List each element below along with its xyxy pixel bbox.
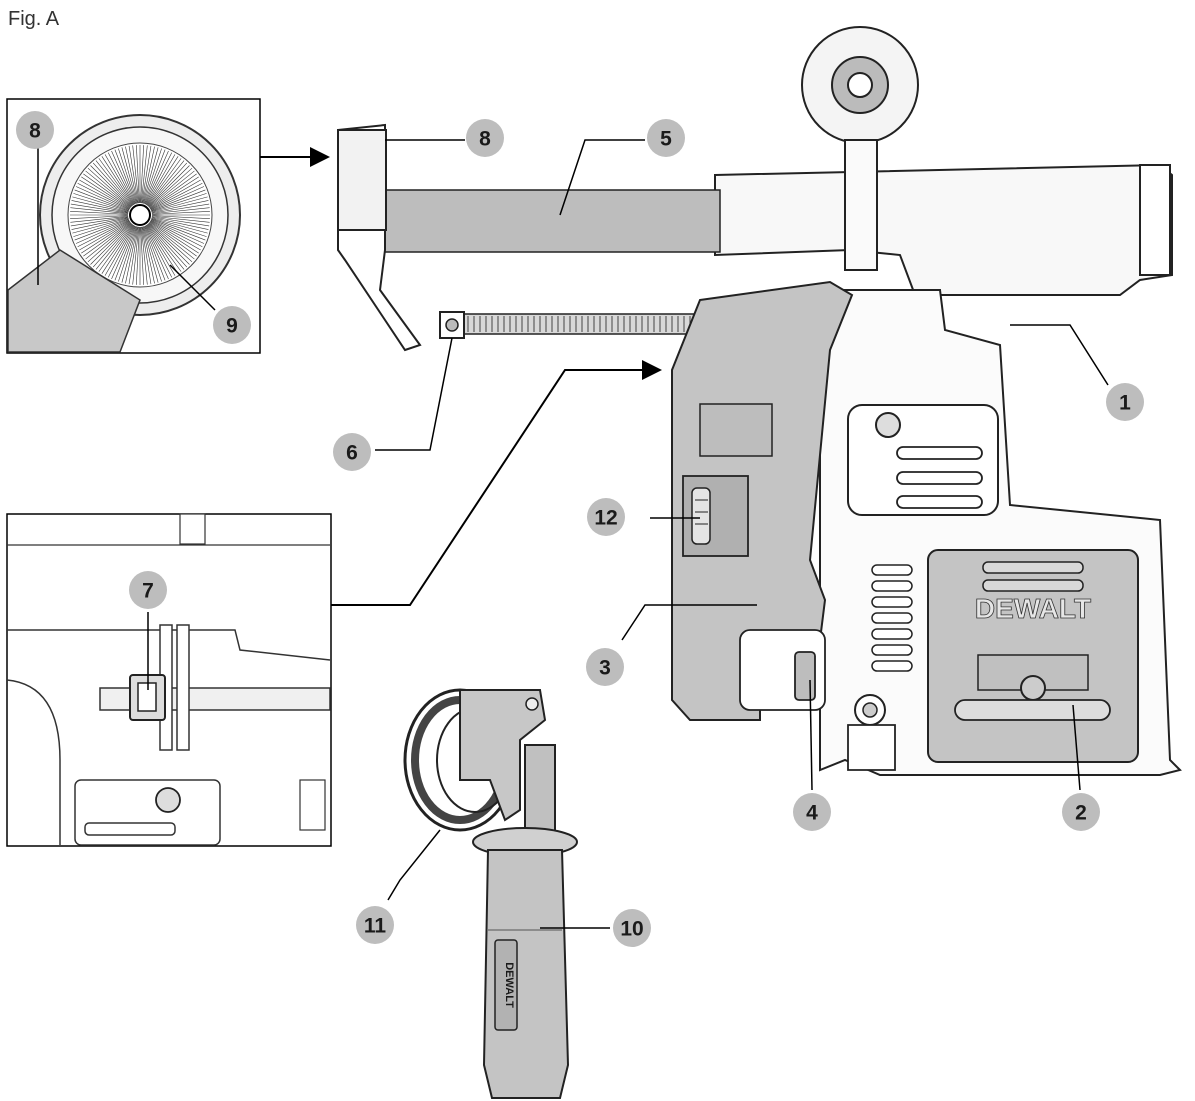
side-handle: DEWALT [403, 688, 578, 1099]
brand-label: DEWALT [975, 593, 1091, 624]
filter-pleats [70, 145, 210, 285]
callout-circle [356, 906, 394, 944]
callout-circle [16, 111, 54, 149]
dust-extractor-unit: DEWALT [337, 26, 1182, 776]
callout-c8b: 8 [466, 119, 504, 157]
callout-c11: 11 [356, 906, 394, 944]
callout-c10: 10 [613, 909, 651, 947]
callout-number: 12 [594, 507, 617, 530]
callout-c7: 7 [129, 571, 167, 609]
callout-circle [586, 648, 624, 686]
callout-circle [587, 498, 625, 536]
callout-circle [1106, 383, 1144, 421]
callout-c6: 6 [333, 433, 371, 471]
callout-layer: 8 8 5 9 1 6 12 7 3 4 2 11 10 [16, 111, 1144, 947]
callout-number: 9 [226, 315, 238, 338]
callout-c4: 4 [793, 793, 831, 831]
callout-number: 1 [1119, 392, 1131, 415]
arrow-inset2 [330, 360, 662, 606]
leader-lines [375, 139, 1109, 929]
callout-number: 6 [346, 442, 358, 465]
callout-circle [613, 909, 651, 947]
inset-latch-detail [6, 513, 332, 847]
callout-number: 8 [29, 120, 41, 143]
callout-c12: 12 [587, 498, 625, 536]
inset-filter-detail [6, 98, 261, 354]
callout-circle [466, 119, 504, 157]
callout-c9: 9 [213, 306, 251, 344]
callout-circle [647, 119, 685, 157]
callout-c5: 5 [647, 119, 685, 157]
callout-circle [129, 571, 167, 609]
callout-number: 8 [479, 128, 491, 151]
callout-number: 3 [599, 657, 611, 680]
callout-c8a: 8 [16, 111, 54, 149]
callout-number: 5 [660, 128, 672, 151]
handle-brand-label: DEWALT [503, 962, 515, 1008]
callout-number: 4 [806, 802, 818, 825]
callout-number: 7 [142, 580, 154, 603]
callout-c1: 1 [1106, 383, 1144, 421]
figure-title: Fig. A [8, 8, 60, 30]
callout-c3: 3 [586, 648, 624, 686]
callout-c2: 2 [1062, 793, 1100, 831]
callout-circle [333, 433, 371, 471]
callout-circle [1062, 793, 1100, 831]
callout-circle [793, 793, 831, 831]
callout-number: 11 [364, 915, 387, 938]
callout-number: 2 [1075, 802, 1087, 825]
callout-circle [213, 306, 251, 344]
callout-number: 10 [620, 918, 643, 941]
